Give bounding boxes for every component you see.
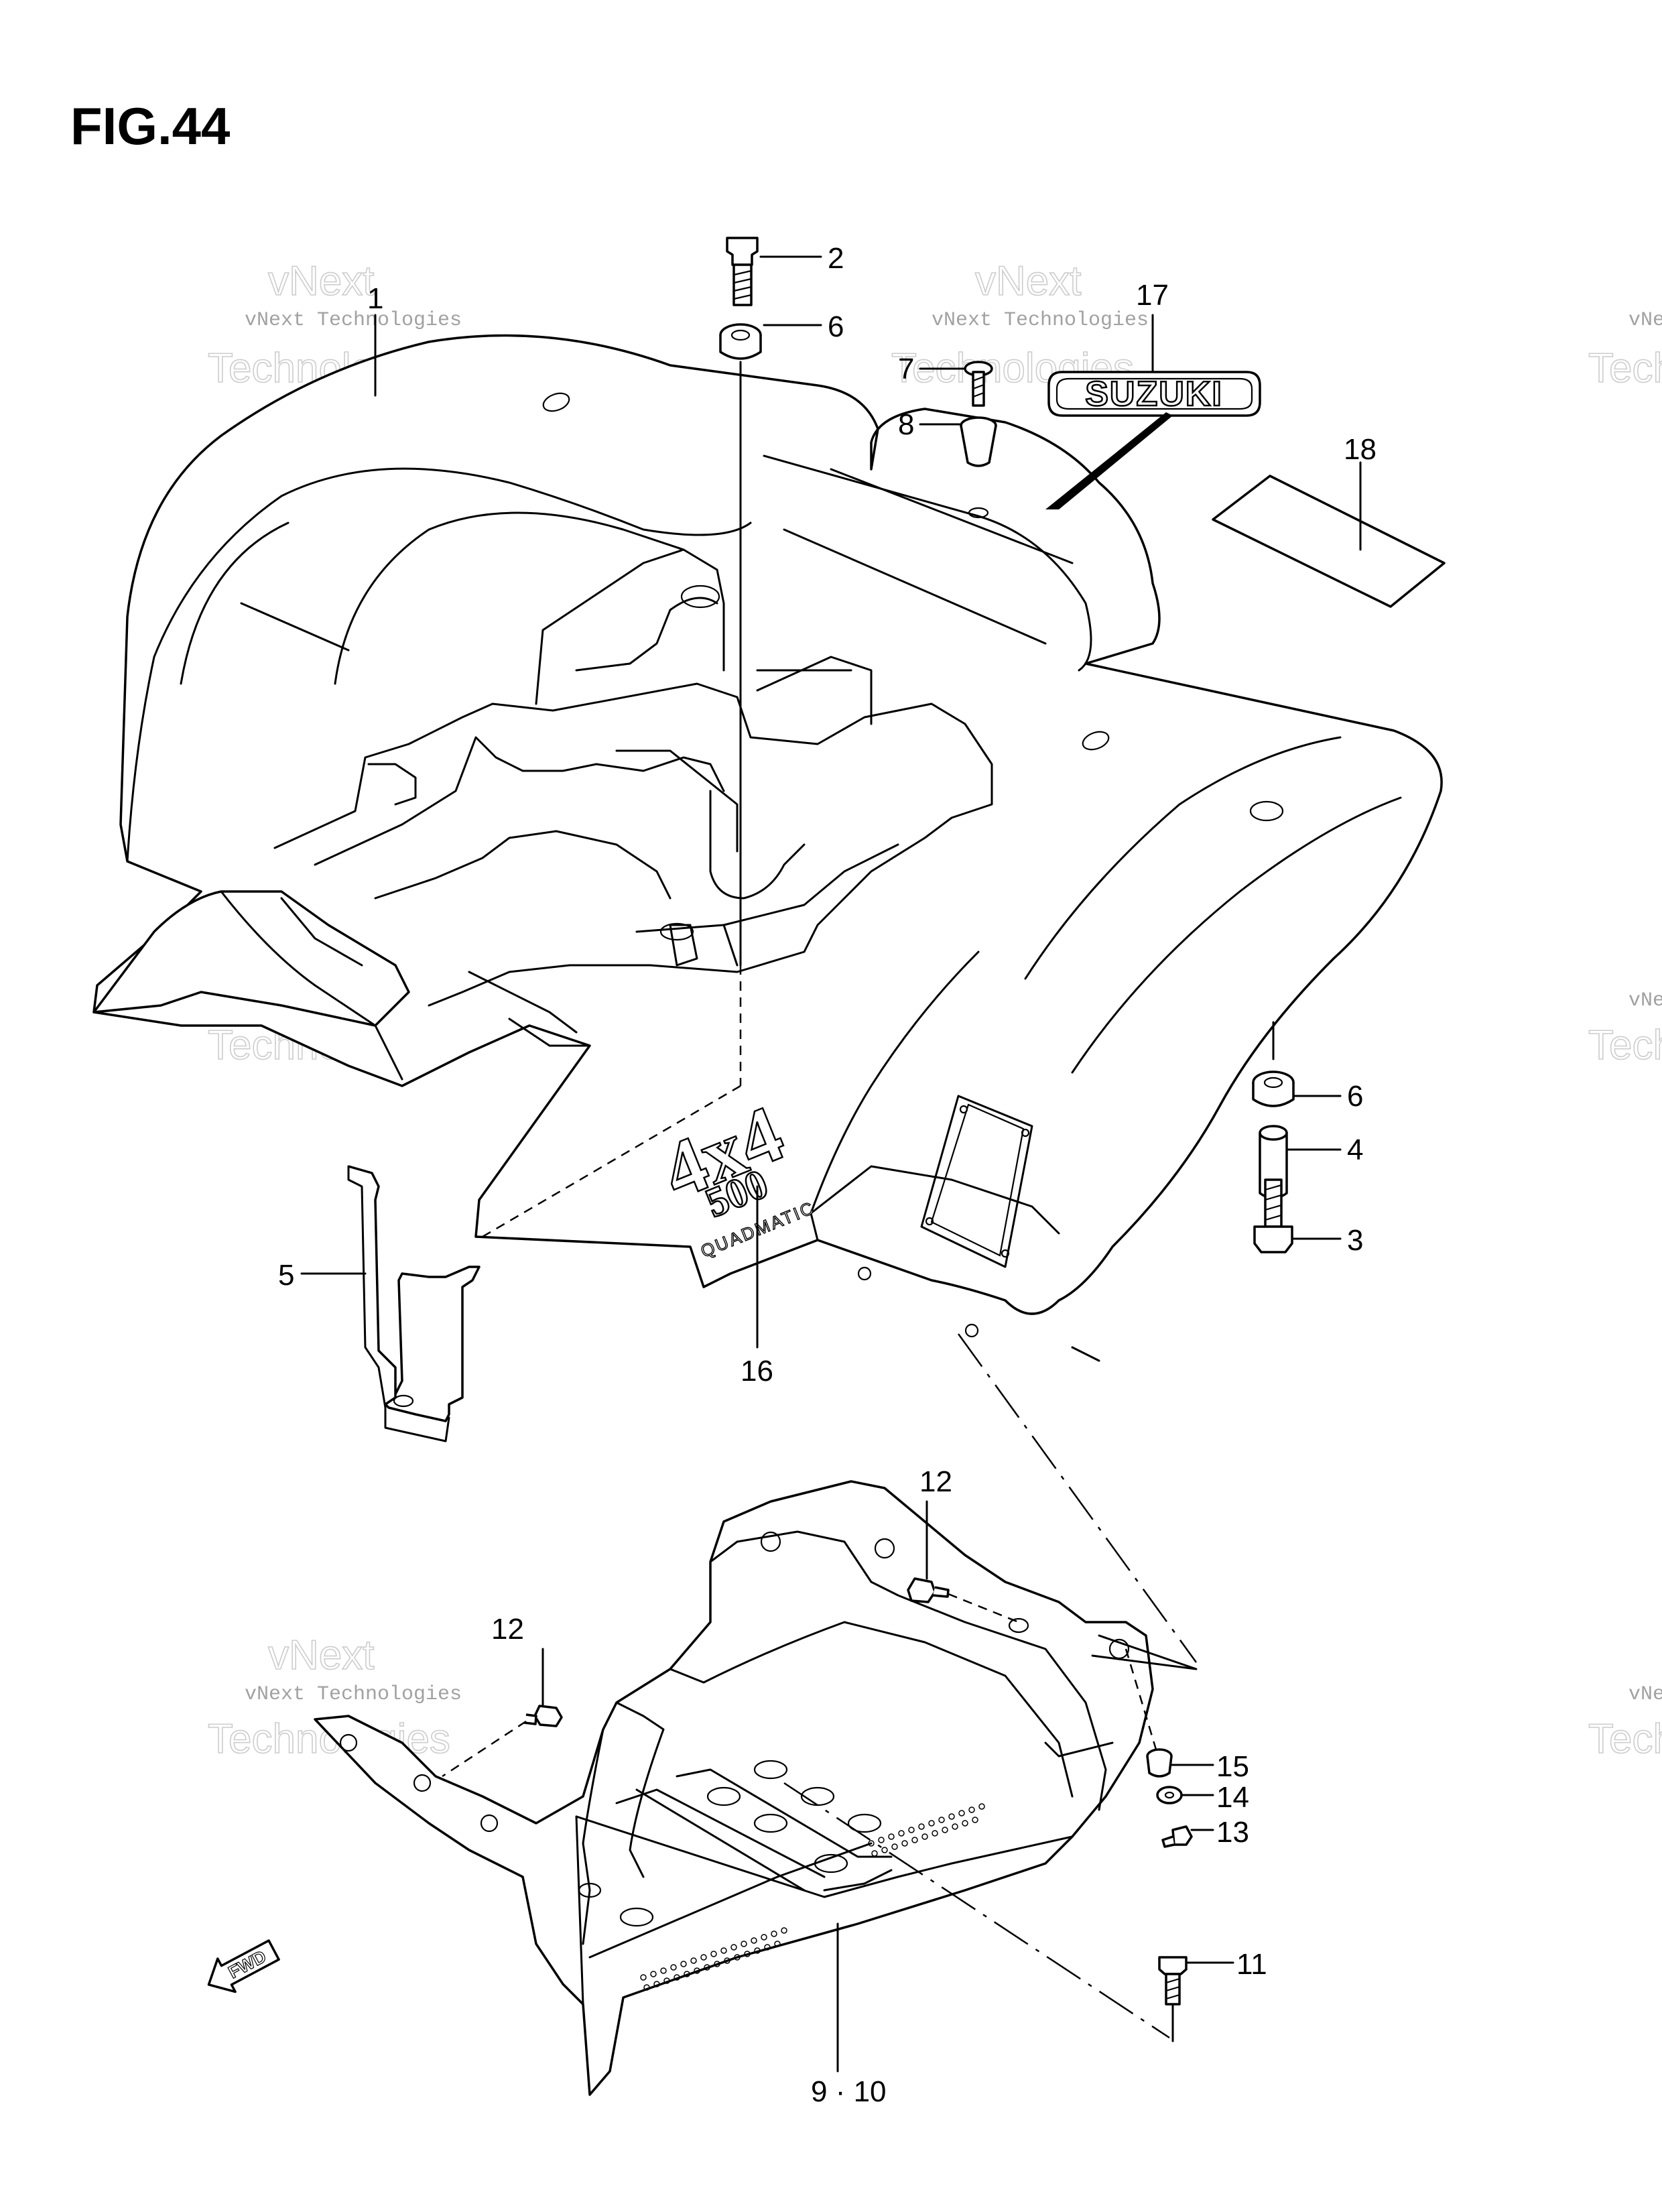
- bolt-part-12a: [907, 1577, 950, 1603]
- callout-17: 17: [1136, 279, 1169, 312]
- label-plate: [1212, 475, 1446, 608]
- svg-text:vNext: vNext: [268, 258, 374, 304]
- watermark-edge: Technologies: [1588, 1022, 1662, 1068]
- fwd-arrow-icon: FWD: [207, 1939, 280, 1993]
- callout-6: 6: [828, 310, 844, 343]
- callout-labels: 1 2 6 17 7 8 18 6 4 3 5 16 12 12 15 14 1…: [278, 242, 1377, 2108]
- grommet-part-6: [719, 323, 762, 360]
- callout-14: 14: [1216, 1781, 1249, 1814]
- callout-4: 4: [1347, 1133, 1363, 1166]
- screw-part-7: [964, 361, 993, 407]
- screw-part-13: [1161, 1825, 1193, 1848]
- figure-title: FIG.44: [70, 97, 230, 156]
- collar-part-15: [1146, 1748, 1173, 1778]
- watermark-edge: vNext Technologies: [1628, 309, 1662, 332]
- callout-18: 18: [1344, 433, 1377, 466]
- watermark-edge: vNext Technologies: [1628, 989, 1662, 1012]
- watermark-edge: Technologies: [1588, 345, 1662, 391]
- callout-13: 13: [1216, 1816, 1249, 1849]
- callout-3: 3: [1347, 1224, 1363, 1257]
- callout-11: 11: [1236, 1948, 1267, 1981]
- bolt-part-12b: [523, 1705, 563, 1727]
- watermark-edge: Technologies: [1588, 1716, 1662, 1762]
- mudguard-bracket: [347, 1165, 481, 1442]
- watermark: vNext vNext Technologies Technologies: [891, 257, 1149, 392]
- callout-15: 15: [1216, 1750, 1249, 1783]
- washer-part-14: [1156, 1786, 1183, 1804]
- callout-12: 12: [491, 1613, 524, 1646]
- emblem-pointer: [1045, 412, 1173, 509]
- bolt-part-2: [726, 237, 759, 306]
- collar-part-8: [960, 416, 997, 467]
- mounting-hole: [1008, 1617, 1029, 1634]
- grommet-part-6b: [1252, 1070, 1295, 1107]
- callout-9-10: 9 · 10: [811, 2075, 887, 2108]
- watermark-edge: vNext Technologies: [1628, 1683, 1662, 1706]
- watermark: vNext vNext Technologies Technologies: [207, 1632, 462, 1763]
- svg-text:SUZUKI: SUZUKI: [1085, 375, 1223, 414]
- svg-text:vNext Technologies: vNext Technologies: [932, 309, 1149, 332]
- suzuki-emblem: SUZUKI: [1047, 371, 1261, 417]
- callout-16: 16: [741, 1355, 773, 1388]
- svg-text:vNext Technologies: vNext Technologies: [245, 309, 462, 332]
- svg-text:vNext: vNext: [975, 258, 1081, 304]
- bolt-part-11: [1158, 1956, 1188, 2006]
- footrest: [314, 1480, 1154, 2096]
- callout-7: 7: [898, 353, 914, 385]
- perforation-strip: [640, 1803, 985, 1991]
- callout-5: 5: [278, 1259, 294, 1292]
- bolt-part-3: [1253, 1178, 1293, 1253]
- callout-12: 12: [919, 1465, 952, 1498]
- callout-8: 8: [898, 408, 914, 441]
- svg-text:vNext Technologies: vNext Technologies: [245, 1683, 462, 1706]
- mounting-hole: [968, 507, 989, 519]
- callout-6: 6: [1347, 1080, 1363, 1113]
- leader-lines: [300, 255, 1362, 2073]
- rear-fender: 4x4 500 QUADMATIC: [92, 334, 1443, 1362]
- callout-2: 2: [828, 242, 844, 275]
- callout-1: 1: [367, 282, 383, 315]
- svg-text:vNext: vNext: [268, 1632, 374, 1678]
